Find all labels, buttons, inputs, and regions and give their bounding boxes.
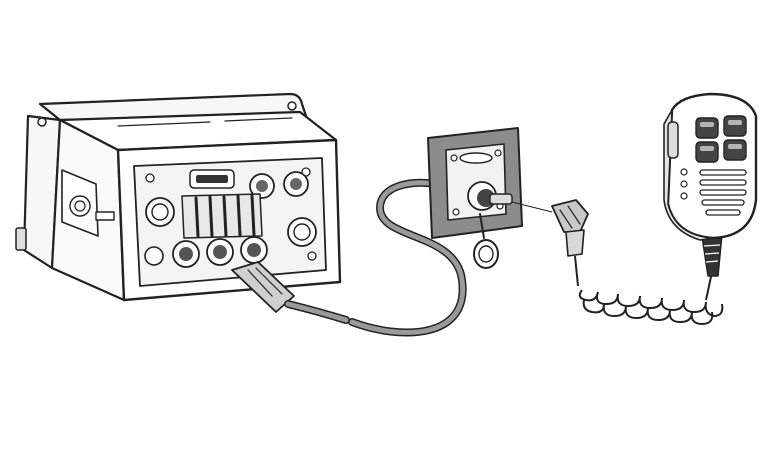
data-connector-pins: [196, 175, 228, 183]
extension-cable: [231, 178, 467, 337]
power-terminal: [144, 246, 164, 266]
faceplate-screw: [37, 117, 47, 127]
panel-screw: [307, 251, 317, 261]
gps-connector-inner: [290, 178, 302, 190]
top-seam: [224, 117, 293, 122]
antenna-connector-inner: [151, 203, 169, 221]
coiled-cord-bottom: [582, 299, 714, 326]
mic-key-up: [695, 117, 719, 139]
heatsink: [181, 193, 263, 239]
connection-guide-line: [511, 201, 553, 213]
mic-key-down: [695, 141, 719, 163]
plug-connector: [551, 199, 589, 257]
plug-body: [565, 229, 585, 257]
bracket-knob-center: [74, 200, 86, 212]
speaker-connector-inner: [179, 247, 193, 261]
mic-key-16: [723, 139, 747, 161]
mic-connector-inner: [247, 243, 261, 257]
socket-stub: [489, 193, 513, 205]
plate-screw: [452, 208, 460, 216]
mic-strain-relief: [701, 233, 723, 277]
dust-cap-strap: [479, 213, 485, 239]
coiled-cord-top: [578, 289, 724, 318]
bracket-bolt: [95, 211, 115, 221]
ptt-button: [667, 121, 679, 159]
plug-head: [551, 199, 589, 233]
mic-grille: [699, 169, 747, 216]
mic-indicator: [680, 168, 688, 176]
panel-screw: [145, 173, 155, 183]
coiled-cord: [574, 255, 724, 326]
cord-lead: [574, 255, 579, 287]
plate-screw: [494, 149, 502, 157]
radio-unit: [15, 92, 342, 302]
mic-key-ch: [723, 115, 747, 137]
aux-connector-inner: [213, 245, 227, 259]
dust-cap-inner: [478, 245, 494, 263]
side-knob: [15, 227, 27, 251]
plate-screw: [450, 154, 458, 162]
mic-indicator: [680, 180, 688, 188]
faceplate-screw: [287, 101, 297, 111]
cable-segment: [285, 301, 349, 323]
top-seam: [117, 121, 211, 127]
plate-label-slot: [459, 152, 493, 164]
mic-indicator: [680, 192, 688, 200]
nmea-connector-inner: [256, 180, 268, 192]
cable-loop: [349, 180, 466, 335]
coax-connector-inner: [293, 223, 311, 241]
microphone: [663, 92, 758, 277]
mounting-plate: [427, 127, 523, 269]
